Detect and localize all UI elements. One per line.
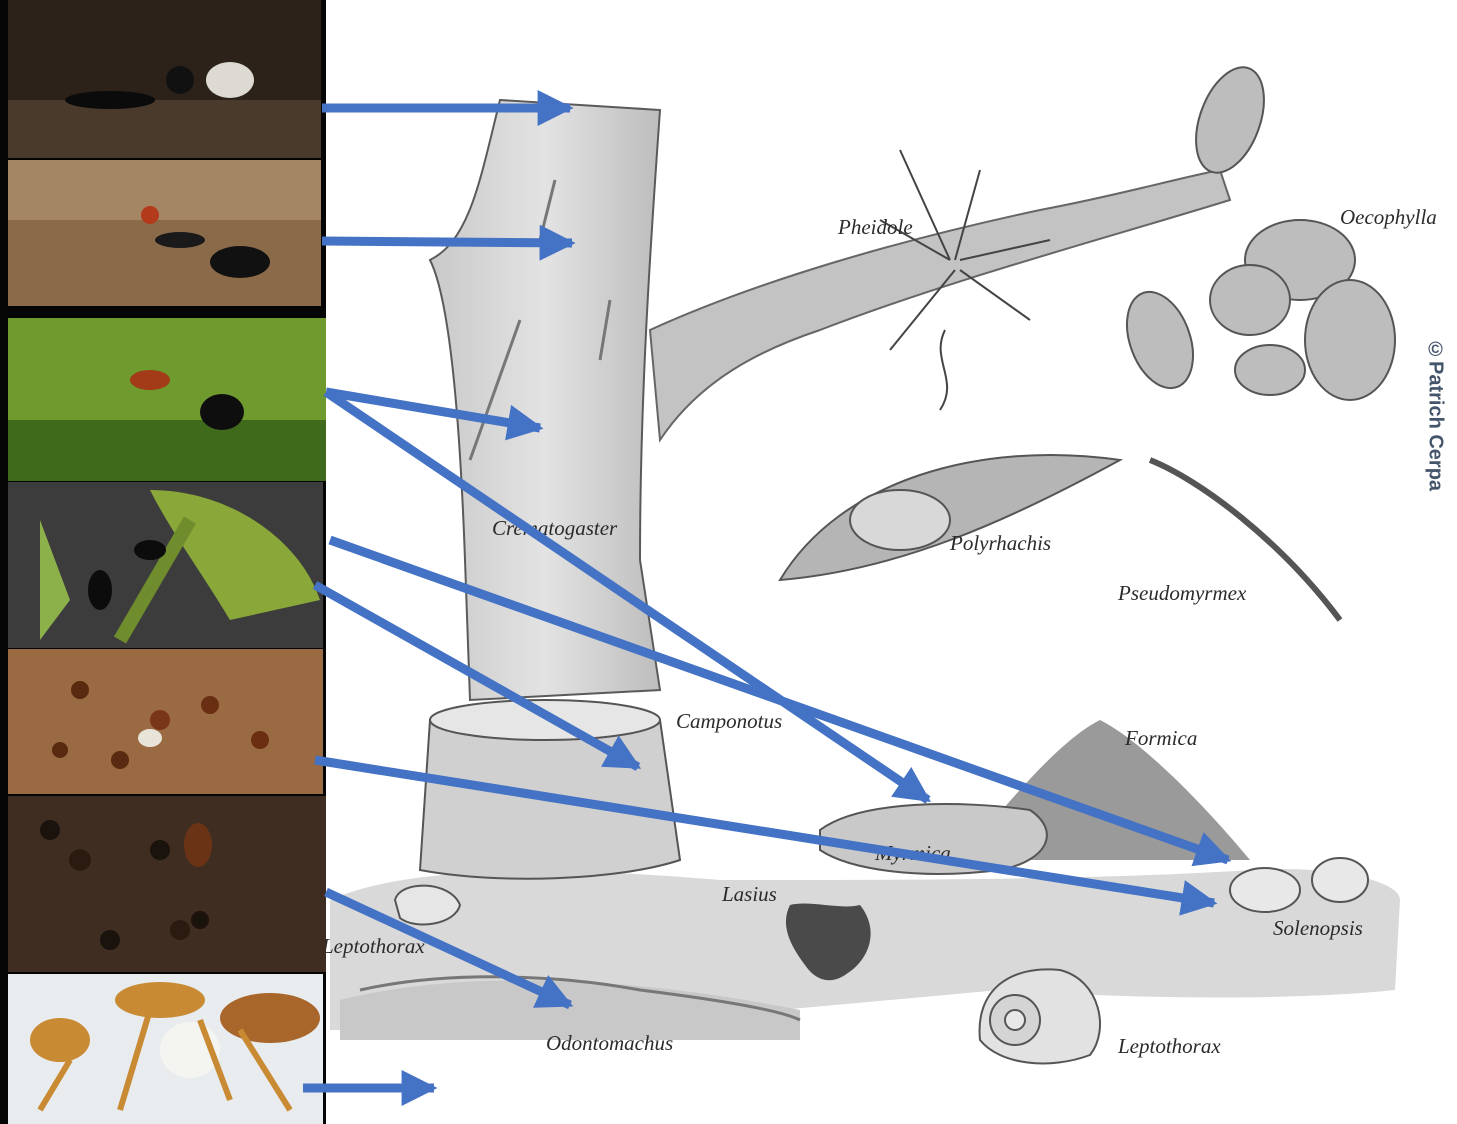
ant-carrying-larva-photo [8,0,321,158]
label-pheidole: Pheidole [837,215,913,239]
label-oecophylla: Oecophylla [1340,205,1437,229]
arrow-2 [322,241,572,243]
label-polyrhachis: Polyrhachis [949,531,1051,555]
ant-on-soil-photo [8,160,321,306]
photo-credit: ©Patrich Cerpa [1415,300,1455,530]
label-pseudomyrmex: Pseudomyrmex [1117,581,1247,605]
tree-trunk [430,100,660,700]
label-camponotus: Camponotus [676,709,782,733]
label-formica: Formica [1124,726,1197,750]
illustration: Pheidole Oecophylla Crematogaster Polyrh… [321,58,1437,1063]
label-leptothorax-right: Leptothorax [1117,1034,1221,1058]
black-ant-on-plant-stem-photo [8,482,323,648]
fire-ant-colony-photo [8,649,323,794]
label-leptothorax-left: Leptothorax [321,934,425,958]
label-odontomachus: Odontomachus [546,1031,673,1055]
photo-column [8,0,326,1124]
pale-ant-specimen-photo [8,974,323,1124]
leaf-nest [1115,58,1395,620]
red-black-ant-on-moss-photo [8,318,326,481]
label-solenopsis: Solenopsis [1273,916,1363,940]
label-lasius: Lasius [721,882,777,906]
small-brown-ants-photo [8,796,326,972]
